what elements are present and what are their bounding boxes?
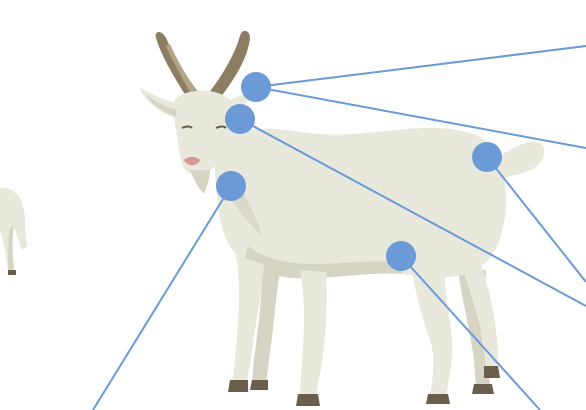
hotspot-marker-icon[interactable] (225, 104, 255, 134)
goat-illustration (140, 31, 544, 406)
goat-partial-illustration (0, 188, 28, 275)
hotspot-marker-icon[interactable] (386, 241, 416, 271)
leader-line-horn (256, 46, 586, 87)
hotspot-marker-icon[interactable] (241, 72, 271, 102)
hotspot-marker-icon[interactable] (216, 171, 246, 201)
leader-line-beard (93, 186, 231, 410)
hotspot-marker-icon[interactable] (472, 142, 502, 172)
